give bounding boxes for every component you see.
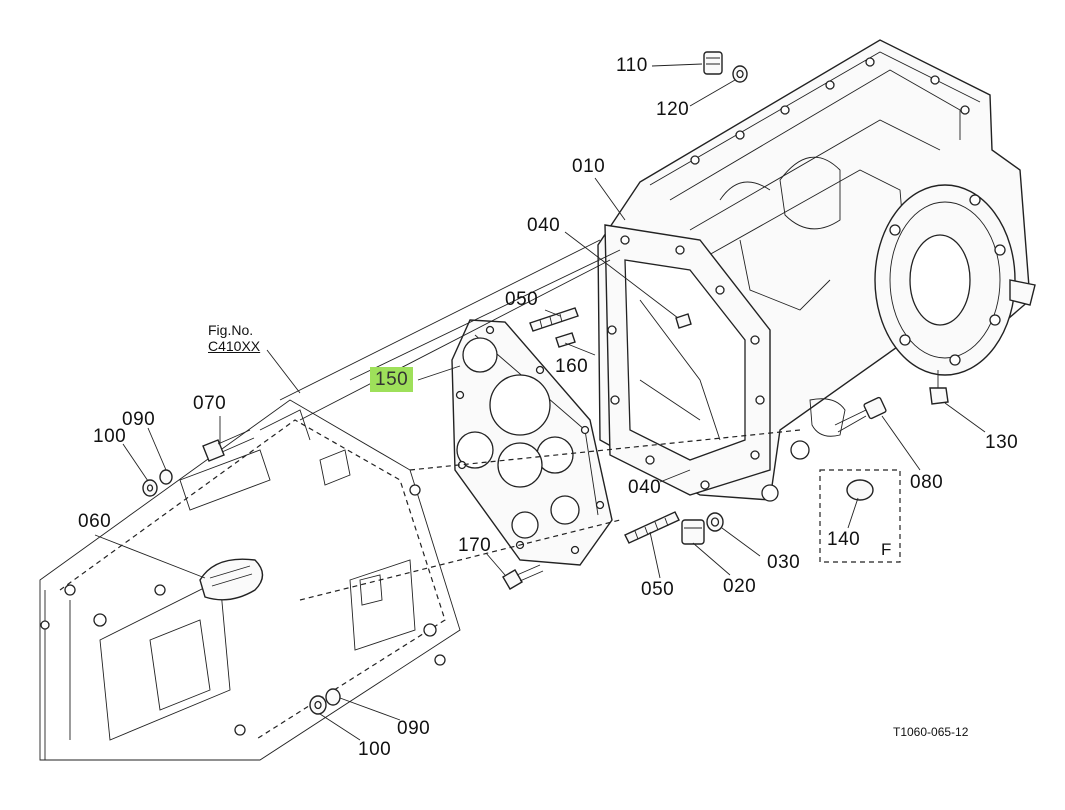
callout-130[interactable]: 130 — [985, 432, 1019, 453]
drawing-code: T1060-065-12 — [893, 725, 969, 739]
callout-030[interactable]: 030 — [767, 552, 801, 573]
figure-reference-number[interactable]: C410XX — [208, 338, 261, 355]
plate-150[interactable] — [451, 319, 613, 566]
bolt-070[interactable] — [202, 429, 255, 462]
callout-110[interactable]: 110 — [616, 55, 648, 76]
washer-030[interactable] — [706, 512, 724, 532]
plug-140[interactable] — [846, 479, 874, 501]
callout-080[interactable]: 080 — [910, 472, 944, 493]
callout-040-top[interactable]: 040 — [527, 215, 561, 236]
washer-090-bottom[interactable] — [325, 688, 341, 706]
callout-170[interactable]: 170 — [458, 535, 492, 556]
callout-060[interactable]: 060 — [78, 511, 112, 532]
bolt-080[interactable] — [834, 396, 887, 433]
callout-050-bottom[interactable]: 050 — [641, 579, 675, 600]
callout-040-bottom[interactable]: 040 — [628, 477, 662, 498]
callout-100-left[interactable]: 100 — [93, 426, 127, 447]
figure-reference-label: Fig.No. — [208, 322, 254, 338]
pin-040[interactable] — [675, 313, 692, 329]
leader-lines — [94, 63, 986, 741]
callout-160[interactable]: 160 — [555, 356, 589, 377]
front-housing-dashed — [39, 239, 801, 761]
bolt-170[interactable] — [502, 564, 544, 590]
stud-050-top[interactable] — [529, 307, 579, 332]
stud-050-bottom[interactable] — [624, 511, 680, 544]
optional-box-F — [819, 469, 901, 563]
box-label-F: F — [881, 540, 892, 559]
callout-070[interactable]: 070 — [193, 393, 227, 414]
plug-110[interactable] — [703, 51, 723, 75]
plug-130[interactable] — [929, 370, 949, 405]
nut-100-bottom[interactable] — [309, 695, 327, 715]
callout-150-highlighted[interactable]: 150 — [370, 367, 414, 392]
washer-090-left[interactable] — [159, 469, 173, 485]
callout-090-left[interactable]: 090 — [122, 409, 156, 430]
nut-100-left[interactable] — [142, 479, 158, 497]
washer-120[interactable] — [732, 65, 748, 83]
bolt-060[interactable] — [199, 558, 264, 601]
callout-010[interactable]: 010 — [572, 156, 606, 177]
callout-090-bottom[interactable]: 090 — [397, 718, 431, 739]
callout-140[interactable]: 140 — [827, 529, 861, 550]
callout-050-top[interactable]: 050 — [505, 289, 539, 310]
figure-reference: Fig.No. C410XX — [208, 322, 260, 354]
transmission-case-010[interactable] — [597, 39, 1036, 502]
callout-120[interactable]: 120 — [656, 99, 690, 120]
callout-100-bottom[interactable]: 100 — [358, 739, 392, 760]
plug-020[interactable] — [681, 519, 705, 545]
pin-160[interactable] — [555, 332, 576, 348]
callout-020[interactable]: 020 — [723, 576, 757, 597]
